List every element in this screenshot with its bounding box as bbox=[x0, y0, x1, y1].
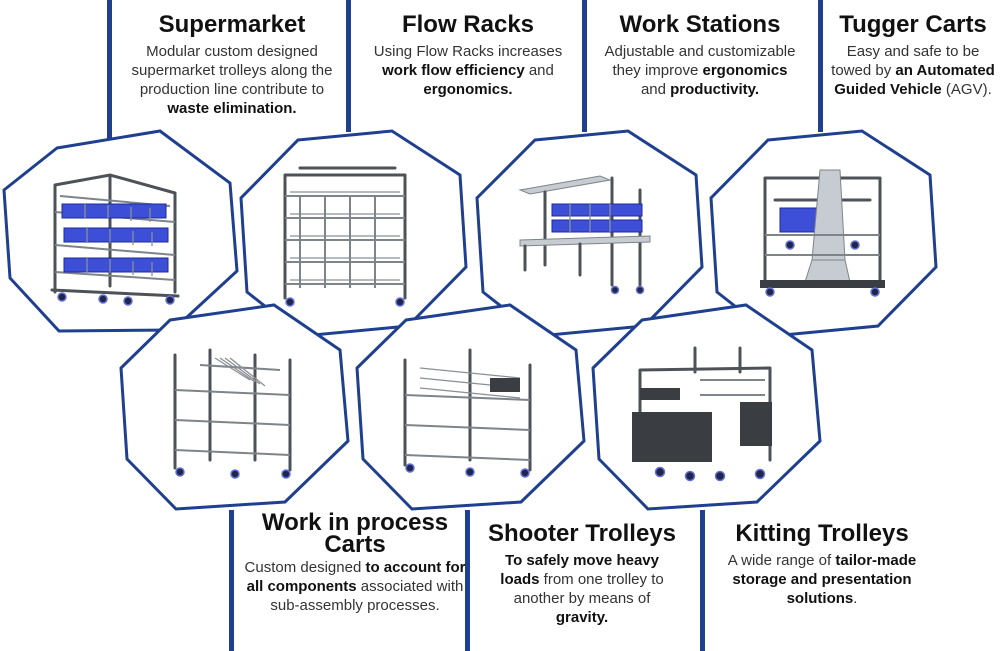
desc-wip-carts: Custom designed to account for all compo… bbox=[244, 559, 466, 614]
line-supermarket bbox=[107, 0, 112, 140]
title-wip-carts: Work in process Carts bbox=[261, 509, 449, 558]
kitting-trolley-image bbox=[632, 346, 772, 482]
title-supermarket: Supermarket bbox=[158, 11, 306, 38]
title-work-stations: Work Stations bbox=[619, 11, 781, 38]
title-shooter-trolleys: Shooter Trolleys bbox=[487, 520, 677, 547]
wip-cart-image bbox=[173, 348, 292, 479]
desc-work-stations: Adjustable and customizable they improve… bbox=[604, 43, 796, 98]
hex-tugger-carts bbox=[709, 129, 938, 338]
section-work-stations: Work Stations Adjustable and customizabl… bbox=[593, 11, 807, 99]
hex-shooter-trolleys bbox=[355, 303, 586, 511]
hex-kitting-trolleys bbox=[591, 303, 822, 511]
desc-flow-racks: Using Flow Racks increases work flow eff… bbox=[373, 43, 563, 98]
section-wip-carts: Work in process Carts Custom designed to… bbox=[240, 509, 470, 615]
line-shooter-trolleys bbox=[465, 510, 470, 651]
shooter-trolley-image bbox=[403, 348, 532, 478]
title-flow-racks: Flow Racks bbox=[401, 11, 535, 38]
title-kitting-trolleys: Kitting Trolleys bbox=[735, 520, 909, 547]
title-tugger-carts: Tugger Carts bbox=[839, 11, 987, 38]
work-station-image bbox=[518, 175, 651, 295]
desc-supermarket: Modular custom designed supermarket trol… bbox=[131, 43, 333, 117]
section-kitting-trolleys: Kitting Trolleys A wide range of tailor-… bbox=[712, 520, 932, 608]
desc-kitting-trolleys: A wide range of tailor-made storage and … bbox=[727, 552, 917, 607]
desc-tugger-carts: Easy and safe to be towed by an Automate… bbox=[831, 43, 995, 98]
line-kitting-trolleys bbox=[700, 510, 705, 651]
line-tugger-carts bbox=[818, 0, 823, 132]
section-tugger-carts: Tugger Carts Easy and safe to be towed b… bbox=[830, 11, 996, 99]
desc-shooter-trolleys: To safely move heavy loads from one trol… bbox=[500, 552, 664, 626]
line-wip-carts bbox=[229, 510, 234, 651]
hex-wip-carts bbox=[119, 303, 350, 511]
hex-work-stations bbox=[475, 129, 704, 338]
line-work-stations bbox=[582, 0, 587, 132]
tugger-cart-image bbox=[760, 169, 885, 297]
section-shooter-trolleys: Shooter Trolleys To safely move heavy lo… bbox=[476, 520, 688, 627]
supermarket-trolley-image bbox=[50, 173, 180, 306]
line-flow-racks bbox=[346, 0, 351, 132]
section-supermarket: Supermarket Modular custom designed supe… bbox=[118, 11, 346, 118]
hex-supermarket bbox=[2, 129, 239, 333]
flow-rack-image bbox=[283, 166, 407, 307]
section-flow-racks: Flow Racks Using Flow Racks increases wo… bbox=[355, 11, 581, 99]
